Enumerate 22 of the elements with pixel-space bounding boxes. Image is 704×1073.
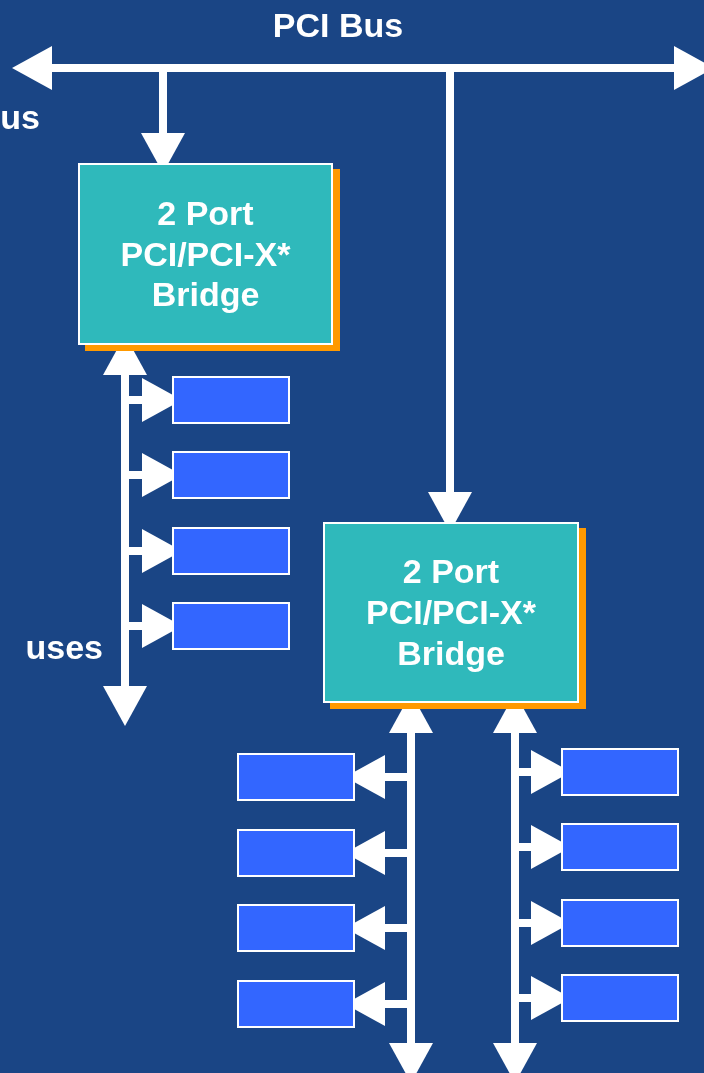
card-slot [237, 980, 355, 1028]
card-slot [561, 823, 679, 871]
bridge-label: 2 Port PCI/PCI-X* Bridge [119, 192, 292, 316]
card-slot [172, 527, 290, 575]
bus-label: us [0, 100, 40, 134]
card-slot [237, 904, 355, 952]
bus-label: uses [24, 630, 103, 664]
card-slot [561, 748, 679, 796]
card-slot [561, 899, 679, 947]
bus-label: PCI Bus [271, 8, 405, 42]
bridge-label: 2 Port PCI/PCI-X* Bridge [364, 551, 537, 674]
card-slot [172, 602, 290, 650]
arrow [103, 668, 147, 726]
card-slot [172, 376, 290, 424]
card-slot [172, 451, 290, 499]
arrow [655, 46, 704, 90]
card-slot [561, 974, 679, 1022]
arrow [493, 1026, 537, 1073]
arrow [389, 1026, 433, 1073]
card-slot [237, 829, 355, 877]
arrow [12, 46, 70, 90]
card-slot [237, 753, 355, 801]
